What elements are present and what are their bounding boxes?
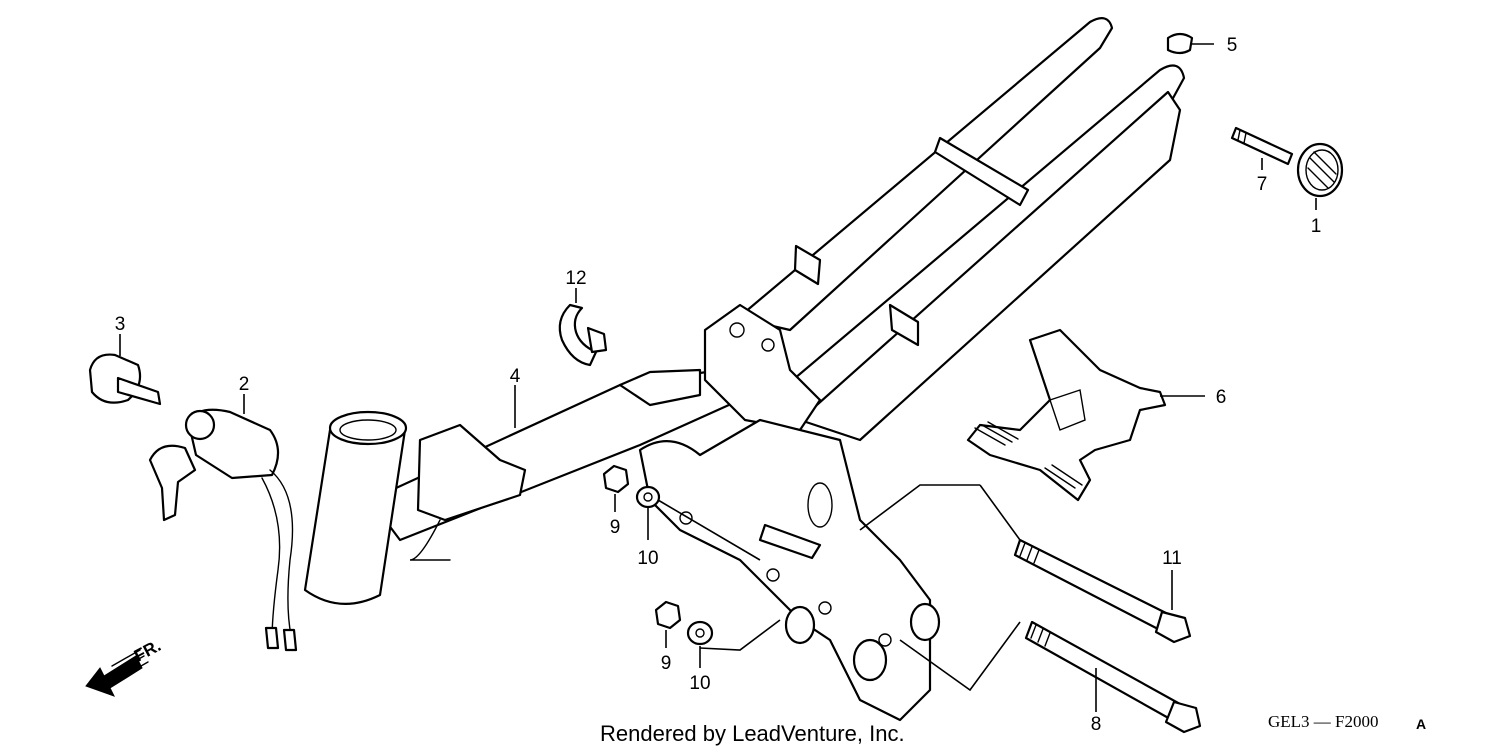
part-2-ignition-switch[interactable] xyxy=(148,408,298,652)
callout-7: 7 xyxy=(1257,174,1268,195)
callout-9-upper: 9 xyxy=(610,517,621,538)
credit-text: Rendered by LeadVenture, Inc. xyxy=(600,721,905,746)
part-11-bolt[interactable] xyxy=(1013,538,1192,644)
part-9-nut-upper[interactable] xyxy=(602,464,630,494)
leader-lines xyxy=(119,43,1317,712)
callout-5: 5 xyxy=(1227,35,1238,56)
callout-labels: 1 2 3 4 5 6 7 8 9 9 10 10 11 12 xyxy=(115,35,1322,735)
callout-6: 6 xyxy=(1216,387,1227,408)
callout-8: 8 xyxy=(1091,714,1102,735)
callout-4: 4 xyxy=(510,366,521,387)
frame-body[interactable] xyxy=(303,17,1186,722)
callout-2: 2 xyxy=(239,374,250,395)
diagram-code-text: GEL3 — F2000 xyxy=(1268,712,1379,731)
part-5-cap[interactable] xyxy=(1166,32,1194,55)
callout-10-lower: 10 xyxy=(689,673,710,694)
front-direction-marker: FR. xyxy=(85,636,164,697)
front-arrow-icon xyxy=(85,655,143,697)
part-10-washer-lower[interactable] xyxy=(686,620,714,646)
callout-12: 12 xyxy=(565,268,586,289)
part-1-reflector[interactable] xyxy=(1296,142,1344,198)
part-6-bracket[interactable] xyxy=(966,328,1167,502)
callout-3: 3 xyxy=(115,314,126,335)
part-9-nut-lower[interactable] xyxy=(654,600,682,630)
part-8-bolt[interactable] xyxy=(1024,620,1202,734)
callout-10-upper: 10 xyxy=(637,548,658,569)
callout-9-lower: 9 xyxy=(661,653,672,674)
callout-11: 11 xyxy=(1162,548,1182,569)
diagram-code-suffix: A xyxy=(1416,716,1426,732)
diagram-code: GEL3 — F2000 A xyxy=(1268,712,1426,732)
part-7-bolt[interactable] xyxy=(1230,126,1294,166)
part-12-clamp[interactable] xyxy=(558,303,608,367)
callout-1: 1 xyxy=(1311,216,1322,237)
part-3-cap[interactable] xyxy=(88,353,162,406)
part-10-washer-upper[interactable] xyxy=(635,485,661,509)
